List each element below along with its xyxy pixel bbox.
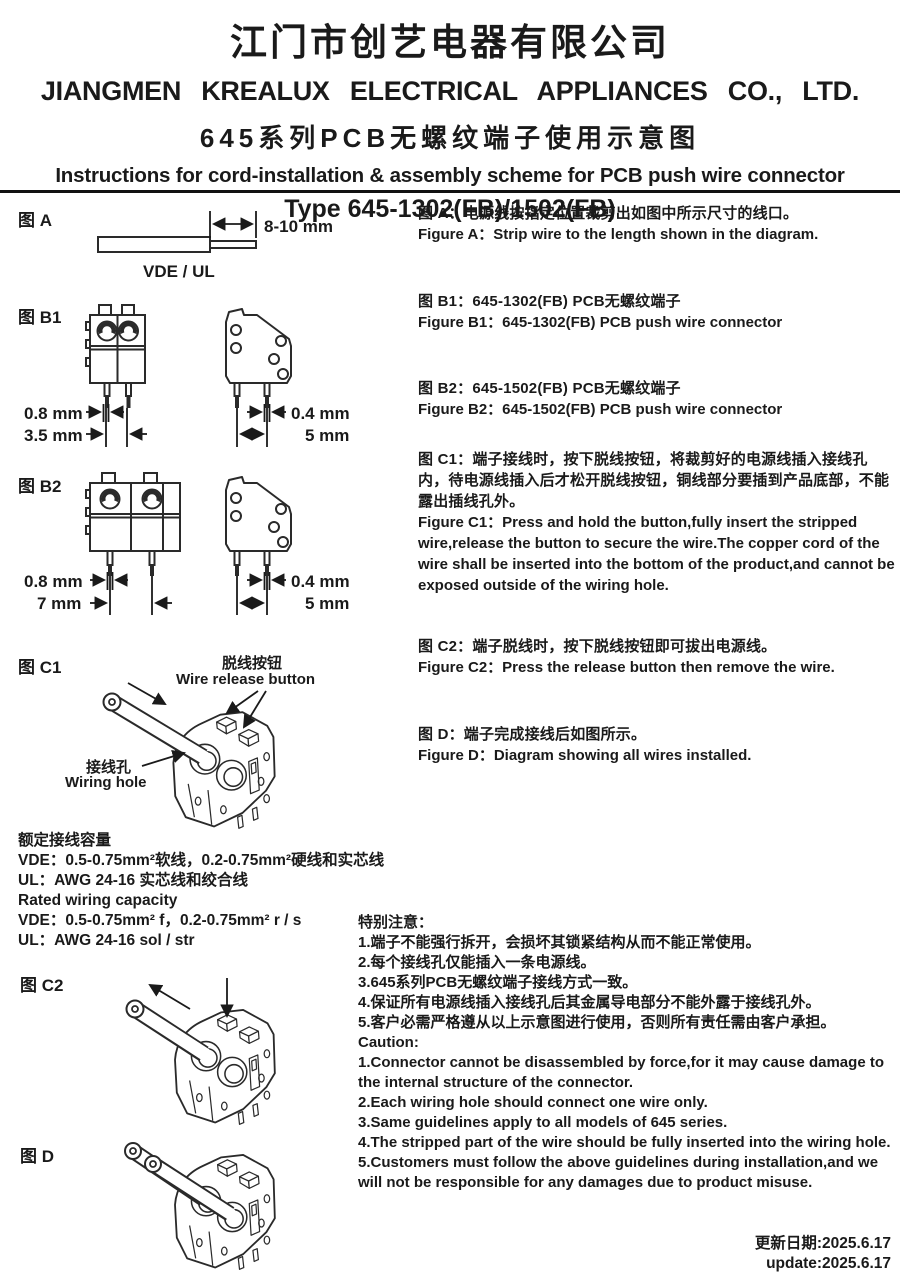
caution-title-en: Caution: <box>358 1034 419 1051</box>
figure-c1-diagram <box>102 682 276 830</box>
caution-item-en: 2.Each wiring hole should connect one wi… <box>358 1094 708 1111</box>
connector-diagram <box>172 711 276 830</box>
caution-item-zh: 4.保证所有电源线插入接线孔后其金属导电部分不能外露于接线孔外。 <box>358 994 821 1011</box>
figure-a-description: 图 A：电源线按指定位置裁剪出如图中所示尺寸的线口。 Figure A：Stri… <box>418 203 896 245</box>
caution-item-zh: 1.端子不能强行拆开，会损坏其锁紧结构从而不能正常使用。 <box>358 934 761 951</box>
connector-diagram <box>174 1008 276 1126</box>
figure-c1-desc-zh: 图 C1：端子接线时，按下脱线按钮，将裁剪好的电源线插入接线孔内，待电源线插入后… <box>418 451 890 510</box>
caution-item-zh: 5.客户必需严格遵从以上示意图进行使用，否则所有责任需由客户承担。 <box>358 1014 836 1031</box>
caution-title-zh: 特别注意： <box>358 914 434 931</box>
figure-d-description: 图 D：端子完成接线后如图所示。 Figure D：Diagram showin… <box>418 724 896 766</box>
standard-label: VDE / UL <box>143 262 215 281</box>
capacity-vde-zh: VDE：0.5-0.75mm²软线，0.2-0.75mm²硬线和实芯线 <box>18 852 385 869</box>
figure-b2-description: 图 B2：645-1502(FB) PCB无螺纹端子 Figure B2：645… <box>418 378 896 420</box>
figure-b2-desc-en: Figure B2：645-1502(FB) PCB push wire con… <box>418 401 783 418</box>
figure-c2-label: 图 C2 <box>20 976 64 995</box>
wiring-hole-pointer-arrow <box>141 749 186 767</box>
capacity-vde-en: VDE：0.5-0.75mm² f，0.2-0.75mm² r / s <box>18 912 302 929</box>
wiring-hole-label-en: Wiring hole <box>65 774 147 791</box>
caution-item-zh: 3.645系列PCB无螺纹端子接线方式一致。 <box>358 974 638 991</box>
figure-d-diagram <box>124 1142 276 1271</box>
wire-insulation <box>97 236 211 253</box>
caution-item-en: 3.Same guidelines apply to all models of… <box>358 1114 728 1131</box>
figure-a-desc-zh: 图 A：电源线按指定位置裁剪出如图中所示尺寸的线口。 <box>418 205 799 222</box>
wire-stripped-end <box>209 240 257 249</box>
wiring-hole-label-zh: 接线孔 <box>86 759 132 776</box>
company-name-en: JIANGMEN KREALUX ELECTRICAL APPLIANCES C… <box>40 76 860 106</box>
footer: 更新日期:2025.6.17 update:2025.6.17 <box>755 1234 891 1274</box>
figure-d-label: 图 D <box>20 1147 54 1166</box>
capacity-ul-en: UL：AWG 24-16 sol / str <box>18 932 195 949</box>
b2-pin-thickness-dim: 0.4 mm <box>291 572 350 591</box>
figure-b1-description: 图 B1：645-1302(FB) PCB无螺纹端子 Figure B1：645… <box>418 291 896 333</box>
capacity-ul-zh: UL：AWG 24-16 实芯线和绞合线 <box>18 872 248 889</box>
capacity-title-zh: 额定接线容量 <box>18 832 112 849</box>
b1-pin-thickness-dim: 0.4 mm <box>291 404 350 423</box>
update-date-zh: 更新日期:2025.6.17 <box>754 1235 891 1252</box>
b1-row-spacing-dim: 5 mm <box>305 426 349 445</box>
strip-length-dim: 8-10 mm <box>264 217 333 236</box>
figure-b1-diagram: 0.8 mm 3.5 mm 0.4 mm 5 mm <box>24 304 350 447</box>
figure-b2-desc-zh: 图 B2：645-1502(FB) PCB无螺纹端子 <box>418 380 681 397</box>
rated-capacity-block: 额定接线容量 VDE：0.5-0.75mm²软线，0.2-0.75mm²硬线和实… <box>18 831 413 951</box>
figure-b2-label: 图 B2 <box>18 477 62 496</box>
figure-c1-desc-en: Figure C1：Press and hold the button,full… <box>418 514 895 594</box>
figure-b1-desc-zh: 图 B1：645-1302(FB) PCB无螺纹端子 <box>418 293 681 310</box>
figure-a-label: 图 A <box>18 211 52 230</box>
remove-direction-arrow <box>148 983 191 1010</box>
b2-pin-width-dim: 0.8 mm <box>24 572 83 591</box>
b1-pitch-dim: 3.5 mm <box>24 426 83 445</box>
release-button-pointer-arrow <box>225 690 259 715</box>
figure-a-diagram: 8-10 mm VDE / UL <box>97 211 333 281</box>
figure-a-desc-en: Figure A：Strip wire to the length shown … <box>418 226 819 243</box>
instructions-title-en: Instructions for cord-installation & ass… <box>55 164 845 187</box>
b1-pin-width-dim: 0.8 mm <box>24 404 83 423</box>
release-button-pointer-arrow <box>242 690 267 729</box>
figure-d-desc-en: Figure D：Diagram showing all wires insta… <box>418 747 752 764</box>
figure-b2-diagram: 0.8 mm 7 mm 0.4 mm 5 mm <box>24 472 350 615</box>
insert-direction-arrow <box>127 682 167 705</box>
release-button-label-en: Wire release button <box>176 671 316 688</box>
figure-c2-description: 图 C2：端子脱线时，按下脱线按钮即可拔出电源线。 Figure C2：Pres… <box>418 636 896 678</box>
release-button-label-zh: 脱线按钮 <box>222 655 283 672</box>
header: 江门市创艺电器有限公司 JIANGMEN KREALUX ELECTRICAL … <box>0 0 900 224</box>
caution-block: 特别注意： 1.端子不能强行拆开，会损坏其锁紧结构从而不能正常使用。 2.每个接… <box>358 913 895 1193</box>
figure-c1-description: 图 C1：端子接线时，按下脱线按钮，将裁剪好的电源线插入接线孔内，待电源线插入后… <box>418 449 896 596</box>
figure-c2-diagram <box>125 978 276 1126</box>
series-title-zh: 645系列PCB无螺纹端子使用示意图 <box>199 123 701 153</box>
caution-item-en: 5.Customers must follow the above guidel… <box>358 1154 879 1191</box>
capacity-title-en: Rated wiring capacity <box>18 892 178 909</box>
figure-b1-desc-en: Figure B1：645-1302(FB) PCB push wire con… <box>418 314 783 331</box>
caution-item-en: 4.The stripped part of the wire should b… <box>358 1134 891 1151</box>
company-name-zh: 江门市创艺电器有限公司 <box>230 22 670 63</box>
caution-item-zh: 2.每个接线孔仅能插入一条电源线。 <box>358 954 596 971</box>
header-divider <box>0 190 900 193</box>
figure-d-desc-zh: 图 D：端子完成接线后如图所示。 <box>418 726 647 743</box>
b2-pitch-dim: 7 mm <box>37 594 81 613</box>
figure-c2-desc-en: Figure C2：Press the release button then … <box>418 659 835 676</box>
caution-item-en: 1.Connector cannot be disassembled by fo… <box>358 1054 884 1091</box>
type-line: Type 645-1302(FB)/1502(FB) <box>284 195 616 223</box>
figure-c1-label: 图 C1 <box>18 658 62 677</box>
figure-c2-desc-zh: 图 C2：端子脱线时，按下脱线按钮即可拔出电源线。 <box>418 638 777 655</box>
figure-b1-label: 图 B1 <box>18 308 62 327</box>
b2-row-spacing-dim: 5 mm <box>305 594 349 613</box>
update-date-en: update:2025.6.17 <box>766 1255 891 1272</box>
